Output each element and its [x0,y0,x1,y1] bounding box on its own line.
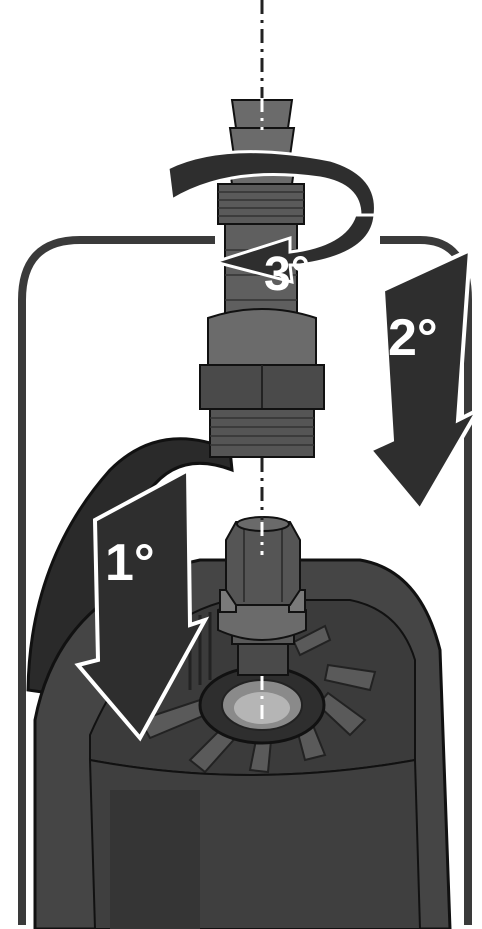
step-1-label: 1° [105,534,155,592]
rotate-arrow: 3° [166,150,377,301]
check-valve-icon [217,516,307,676]
step-2-label: 2° [388,309,438,367]
pump-body-icon [26,437,452,929]
step-3-label: 3° [264,248,310,301]
step-1-arrow: 1° [74,466,210,742]
step-2-arrow: 2° [366,246,482,514]
hose-connector-icon [199,99,325,458]
